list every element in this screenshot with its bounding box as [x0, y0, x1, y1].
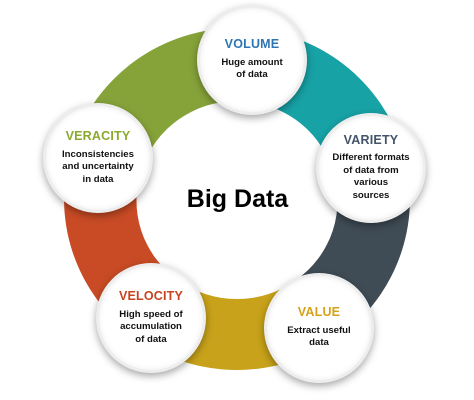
node-veracity: VERACITY Inconsistencies and uncertainty… — [43, 103, 153, 213]
node-veracity-title: VERACITY — [65, 128, 131, 143]
node-value: VALUE Extract useful data — [264, 273, 374, 383]
node-value-title: VALUE — [297, 305, 341, 320]
node-variety-title: VARIETY — [343, 132, 399, 147]
node-veracity-description: Inconsistencies and uncertainty in data — [62, 148, 134, 185]
node-volume-title: VOLUME — [224, 37, 280, 52]
node-velocity-title: VELOCITY — [118, 288, 184, 303]
node-volume: VOLUME Huge amount of data — [197, 5, 307, 115]
node-value-description: Extract useful data — [287, 324, 351, 349]
center-title: Big Data — [186, 185, 289, 213]
node-volume-description: Huge amount of data — [221, 56, 283, 81]
node-variety: VARIETY Different formats of data from v… — [316, 113, 426, 223]
node-velocity: VELOCITY High speed of accumulation of d… — [96, 263, 206, 373]
node-variety-description: Different formats of data from various s… — [332, 152, 410, 201]
node-velocity-description: High speed of accumulation of data — [119, 308, 183, 345]
